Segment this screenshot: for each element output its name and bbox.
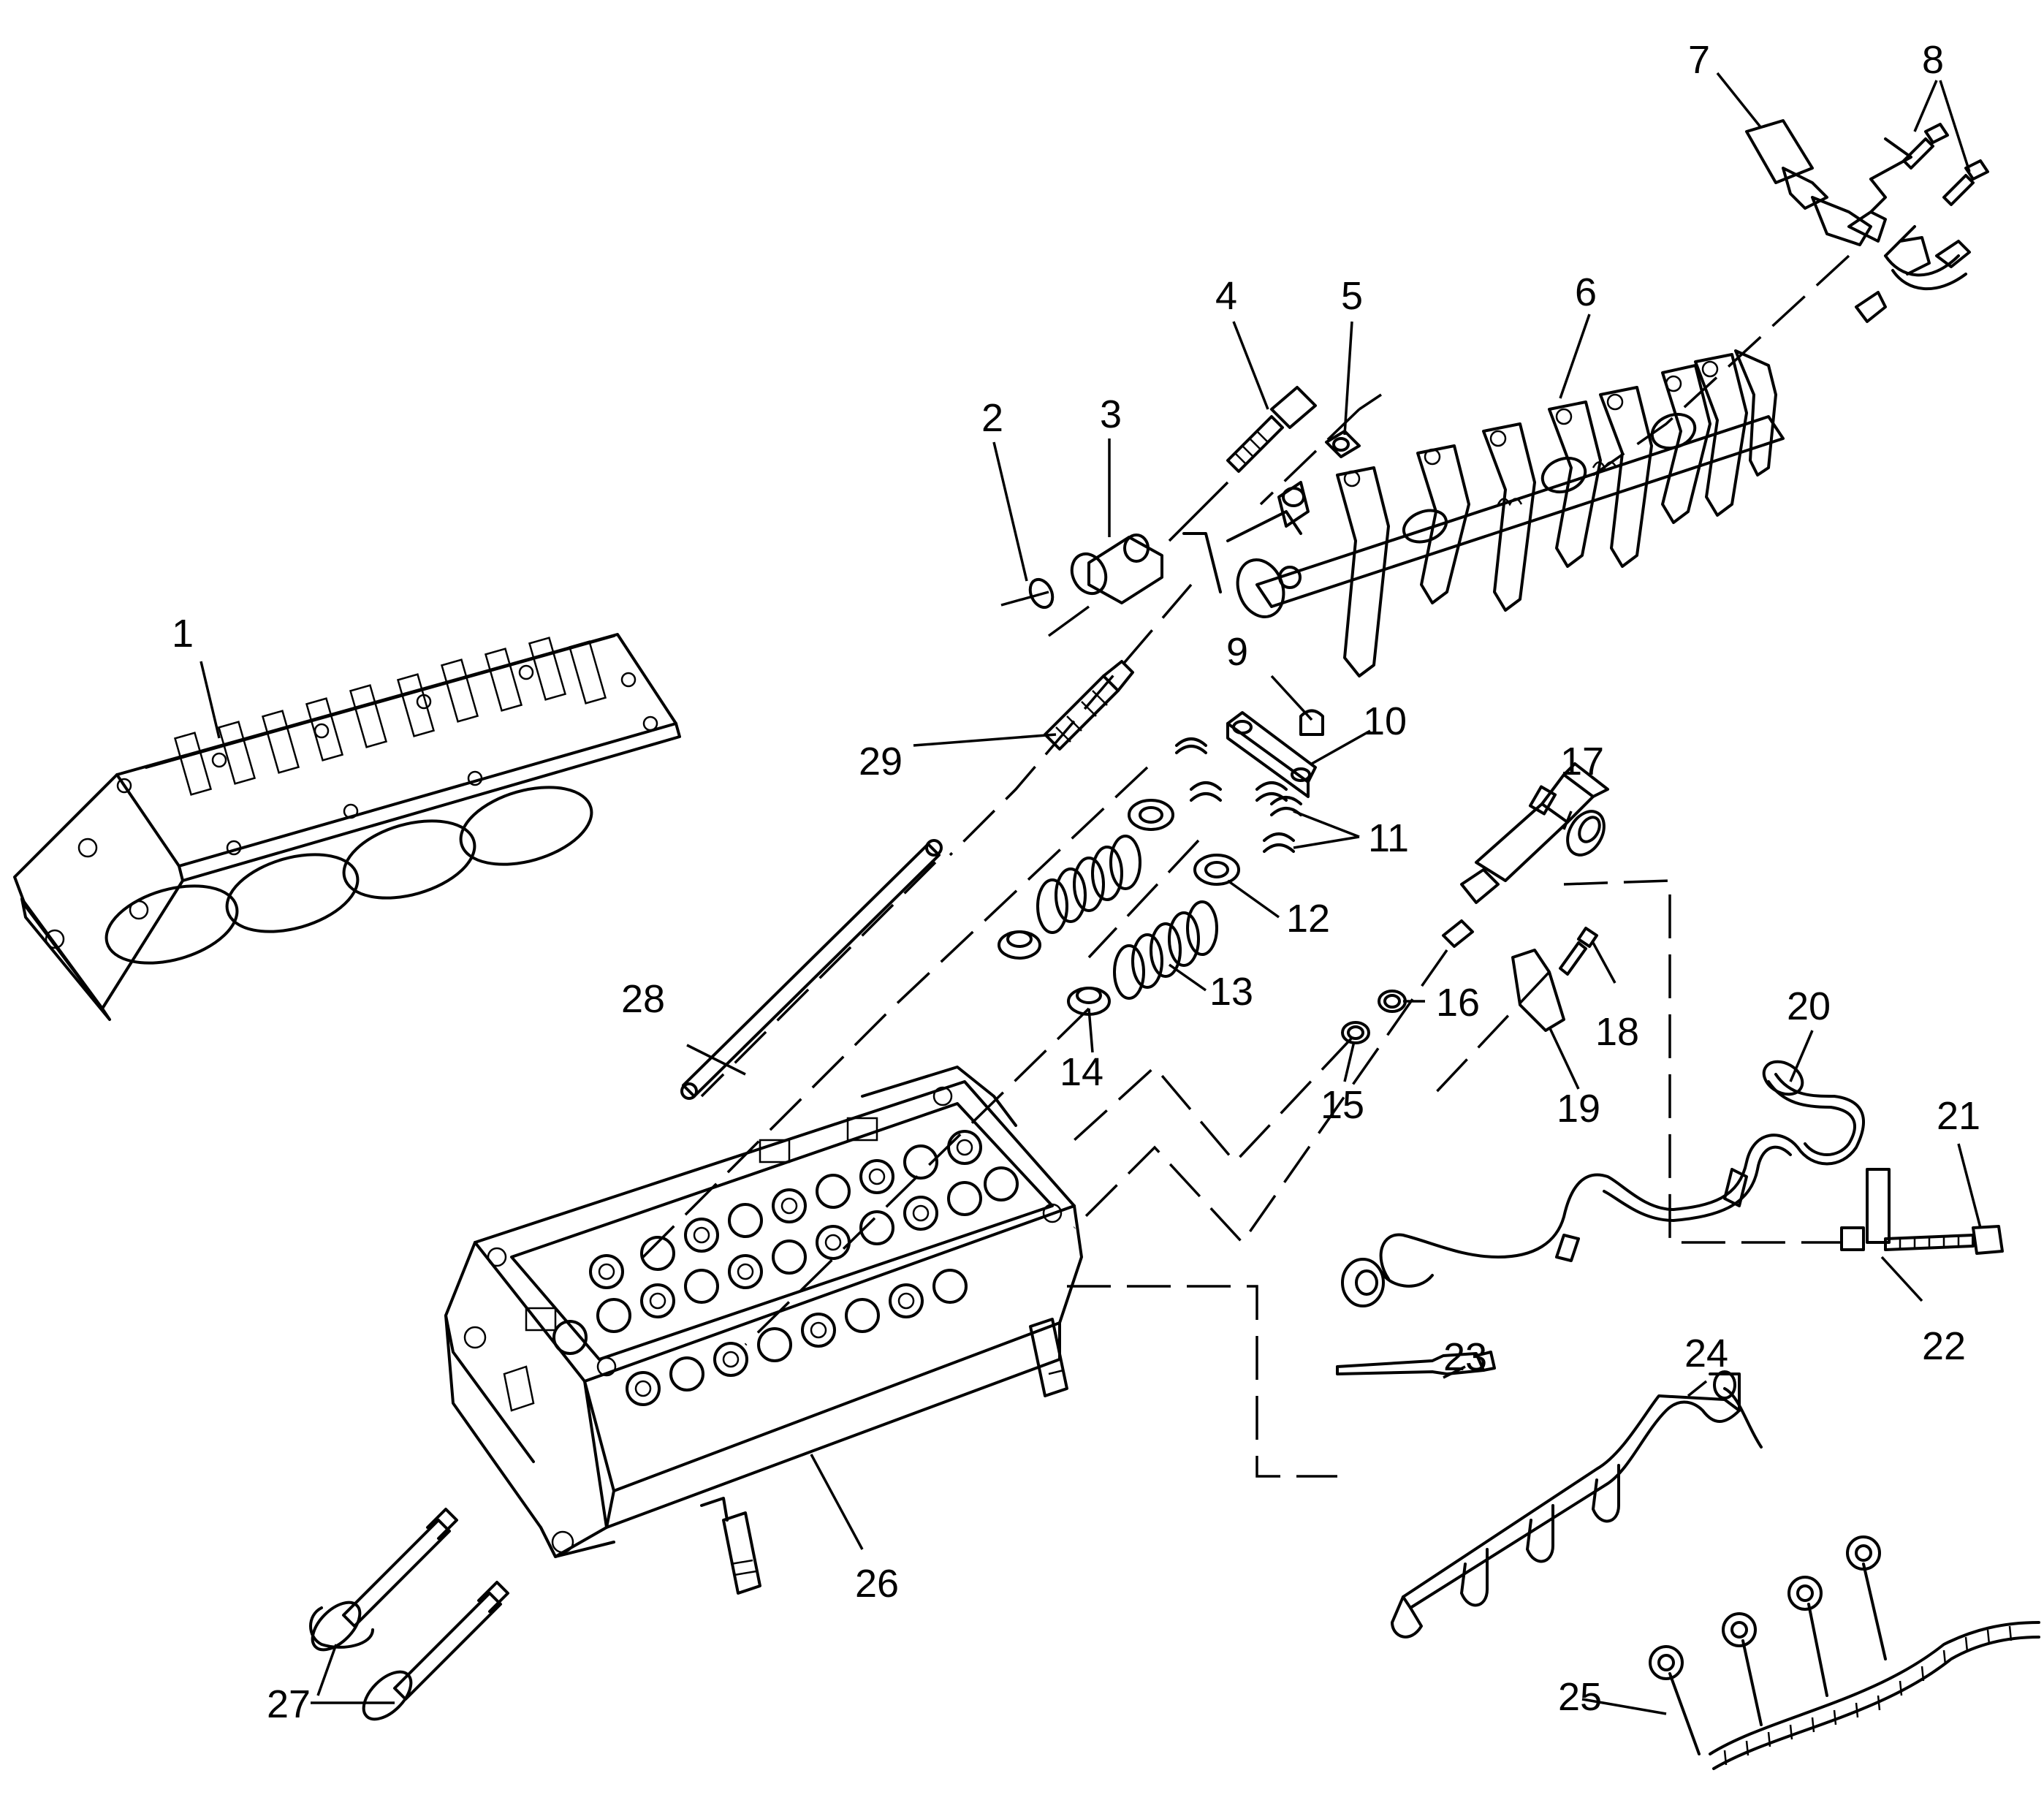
callout-18: 18 <box>1595 1010 1639 1054</box>
leader-lines <box>200 72 1982 1715</box>
alignment-lines <box>642 254 1850 1478</box>
callout-21: 21 <box>1937 1094 1980 1138</box>
callout-16: 16 <box>1436 981 1480 1025</box>
callout-4: 4 <box>1215 274 1237 318</box>
callout-25: 25 <box>1558 1675 1602 1719</box>
callout-12: 12 <box>1286 897 1330 941</box>
callout-2: 2 <box>981 396 1003 440</box>
callout-22: 22 <box>1922 1324 1966 1368</box>
rocker-shaft-assembly <box>1000 349 1785 677</box>
callout-27: 27 <box>267 1682 311 1726</box>
head-gasket <box>13 633 681 1021</box>
valve-springs-and-bridges <box>998 709 1324 1016</box>
callout-8: 8 <box>1922 38 1944 82</box>
valves <box>309 1508 509 1721</box>
callout-14: 14 <box>1060 1050 1103 1094</box>
callout-6: 6 <box>1575 270 1597 314</box>
callout-10: 10 <box>1363 699 1407 743</box>
callout-29: 29 <box>859 740 903 783</box>
callout-20: 20 <box>1787 984 1831 1028</box>
callout-23: 23 <box>1443 1335 1487 1379</box>
callout-28: 28 <box>621 977 665 1021</box>
callout-15: 15 <box>1321 1083 1364 1127</box>
callout-5: 5 <box>1341 274 1363 318</box>
callout-17: 17 <box>1560 740 1604 783</box>
injector-harness-connector <box>1745 119 1989 323</box>
callout-19: 19 <box>1557 1087 1600 1131</box>
callout-3: 3 <box>1100 392 1122 436</box>
callout-13: 13 <box>1209 970 1253 1014</box>
callout-24: 24 <box>1684 1332 1728 1375</box>
glow-plug-and-harness <box>1336 1351 2040 1770</box>
callout-labels: 1 2 3 4 5 6 7 8 9 10 11 12 13 14 15 16 1… <box>172 38 1980 1726</box>
cylinder-head <box>444 1066 1083 1595</box>
callout-9: 9 <box>1226 630 1248 674</box>
callout-1: 1 <box>172 612 194 656</box>
fuel-return-line <box>1341 1060 2004 1307</box>
callout-11: 11 <box>1368 816 1409 860</box>
callout-7: 7 <box>1688 38 1710 82</box>
callout-26: 26 <box>855 1562 899 1606</box>
